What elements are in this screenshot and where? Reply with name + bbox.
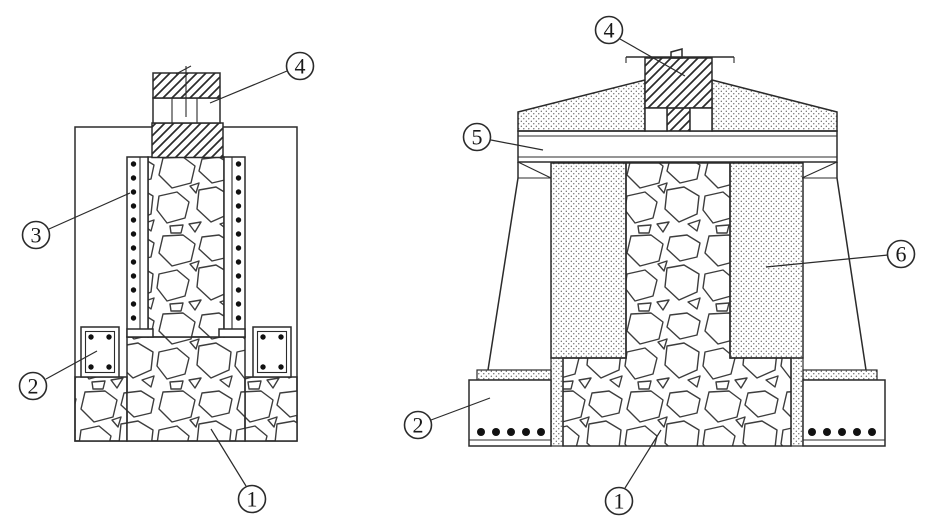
callout-left-4: 4 [209,51,315,104]
anchor-bolt-assembly-left [151,65,224,159]
callout-left-2: 2 [18,350,98,401]
bolt-pocket-right [689,107,713,132]
svg-text:4: 4 [604,18,615,43]
rubble-masonry-band-right [244,376,298,442]
callout-right-1: 1 [604,429,662,516]
bolt-shank-hatch [666,107,691,132]
svg-text:2: 2 [413,413,424,438]
callout-right-2: 2 [403,397,491,440]
footing-ledge-right [802,369,878,381]
callout-right-6: 6 [765,239,916,269]
svg-text:1: 1 [247,487,258,512]
column-liner-left [126,156,154,338]
svg-text:1: 1 [614,489,625,514]
rubble-masonry-band-left [74,376,128,442]
footing-left [468,369,552,447]
footing-right [802,369,886,447]
bearing-beam-band [517,130,838,163]
right-foundation-section: 4 5 6 2 1 [403,15,916,516]
rubble-masonry-core [147,156,225,338]
rebar-dots-left [130,161,137,321]
callout-right-4: 4 [594,15,686,77]
concrete-strip-left [550,357,564,447]
embedded-hatch-block [151,122,224,159]
concrete-strip-right [790,357,804,447]
callout-left-1: 1 [210,428,267,514]
left-foundation-section: 4 3 2 1 [18,51,315,514]
concrete-column-left [550,162,627,359]
rebar-dots-right [235,161,242,321]
svg-text:6: 6 [896,242,907,267]
ground-beam-right [252,326,292,378]
callout-left-3: 3 [21,192,131,250]
svg-text:3: 3 [31,223,42,248]
column-liner-right [218,156,246,338]
rubble-masonry-base [126,336,246,442]
footing-ledge-left [476,369,552,381]
concrete-cap-left [517,79,646,132]
bolt-top-tick [175,65,192,75]
ground-beam-left [80,326,120,378]
liner-foot-right [218,328,246,338]
anchor-bolt-assembly-right [625,48,735,132]
svg-text:4: 4 [295,54,306,79]
leg-left [487,161,552,371]
leg-right [801,161,867,371]
concrete-cap-right [711,79,838,132]
bolt-pocket-left [644,107,668,132]
anchor-hatch-block [644,57,713,109]
svg-text:2: 2 [28,374,39,399]
bolt-top-tab [670,48,683,59]
svg-text:5: 5 [472,125,483,150]
liner-foot-left [126,328,154,338]
concrete-column-right [729,162,804,359]
callout-right-5: 5 [462,122,544,152]
